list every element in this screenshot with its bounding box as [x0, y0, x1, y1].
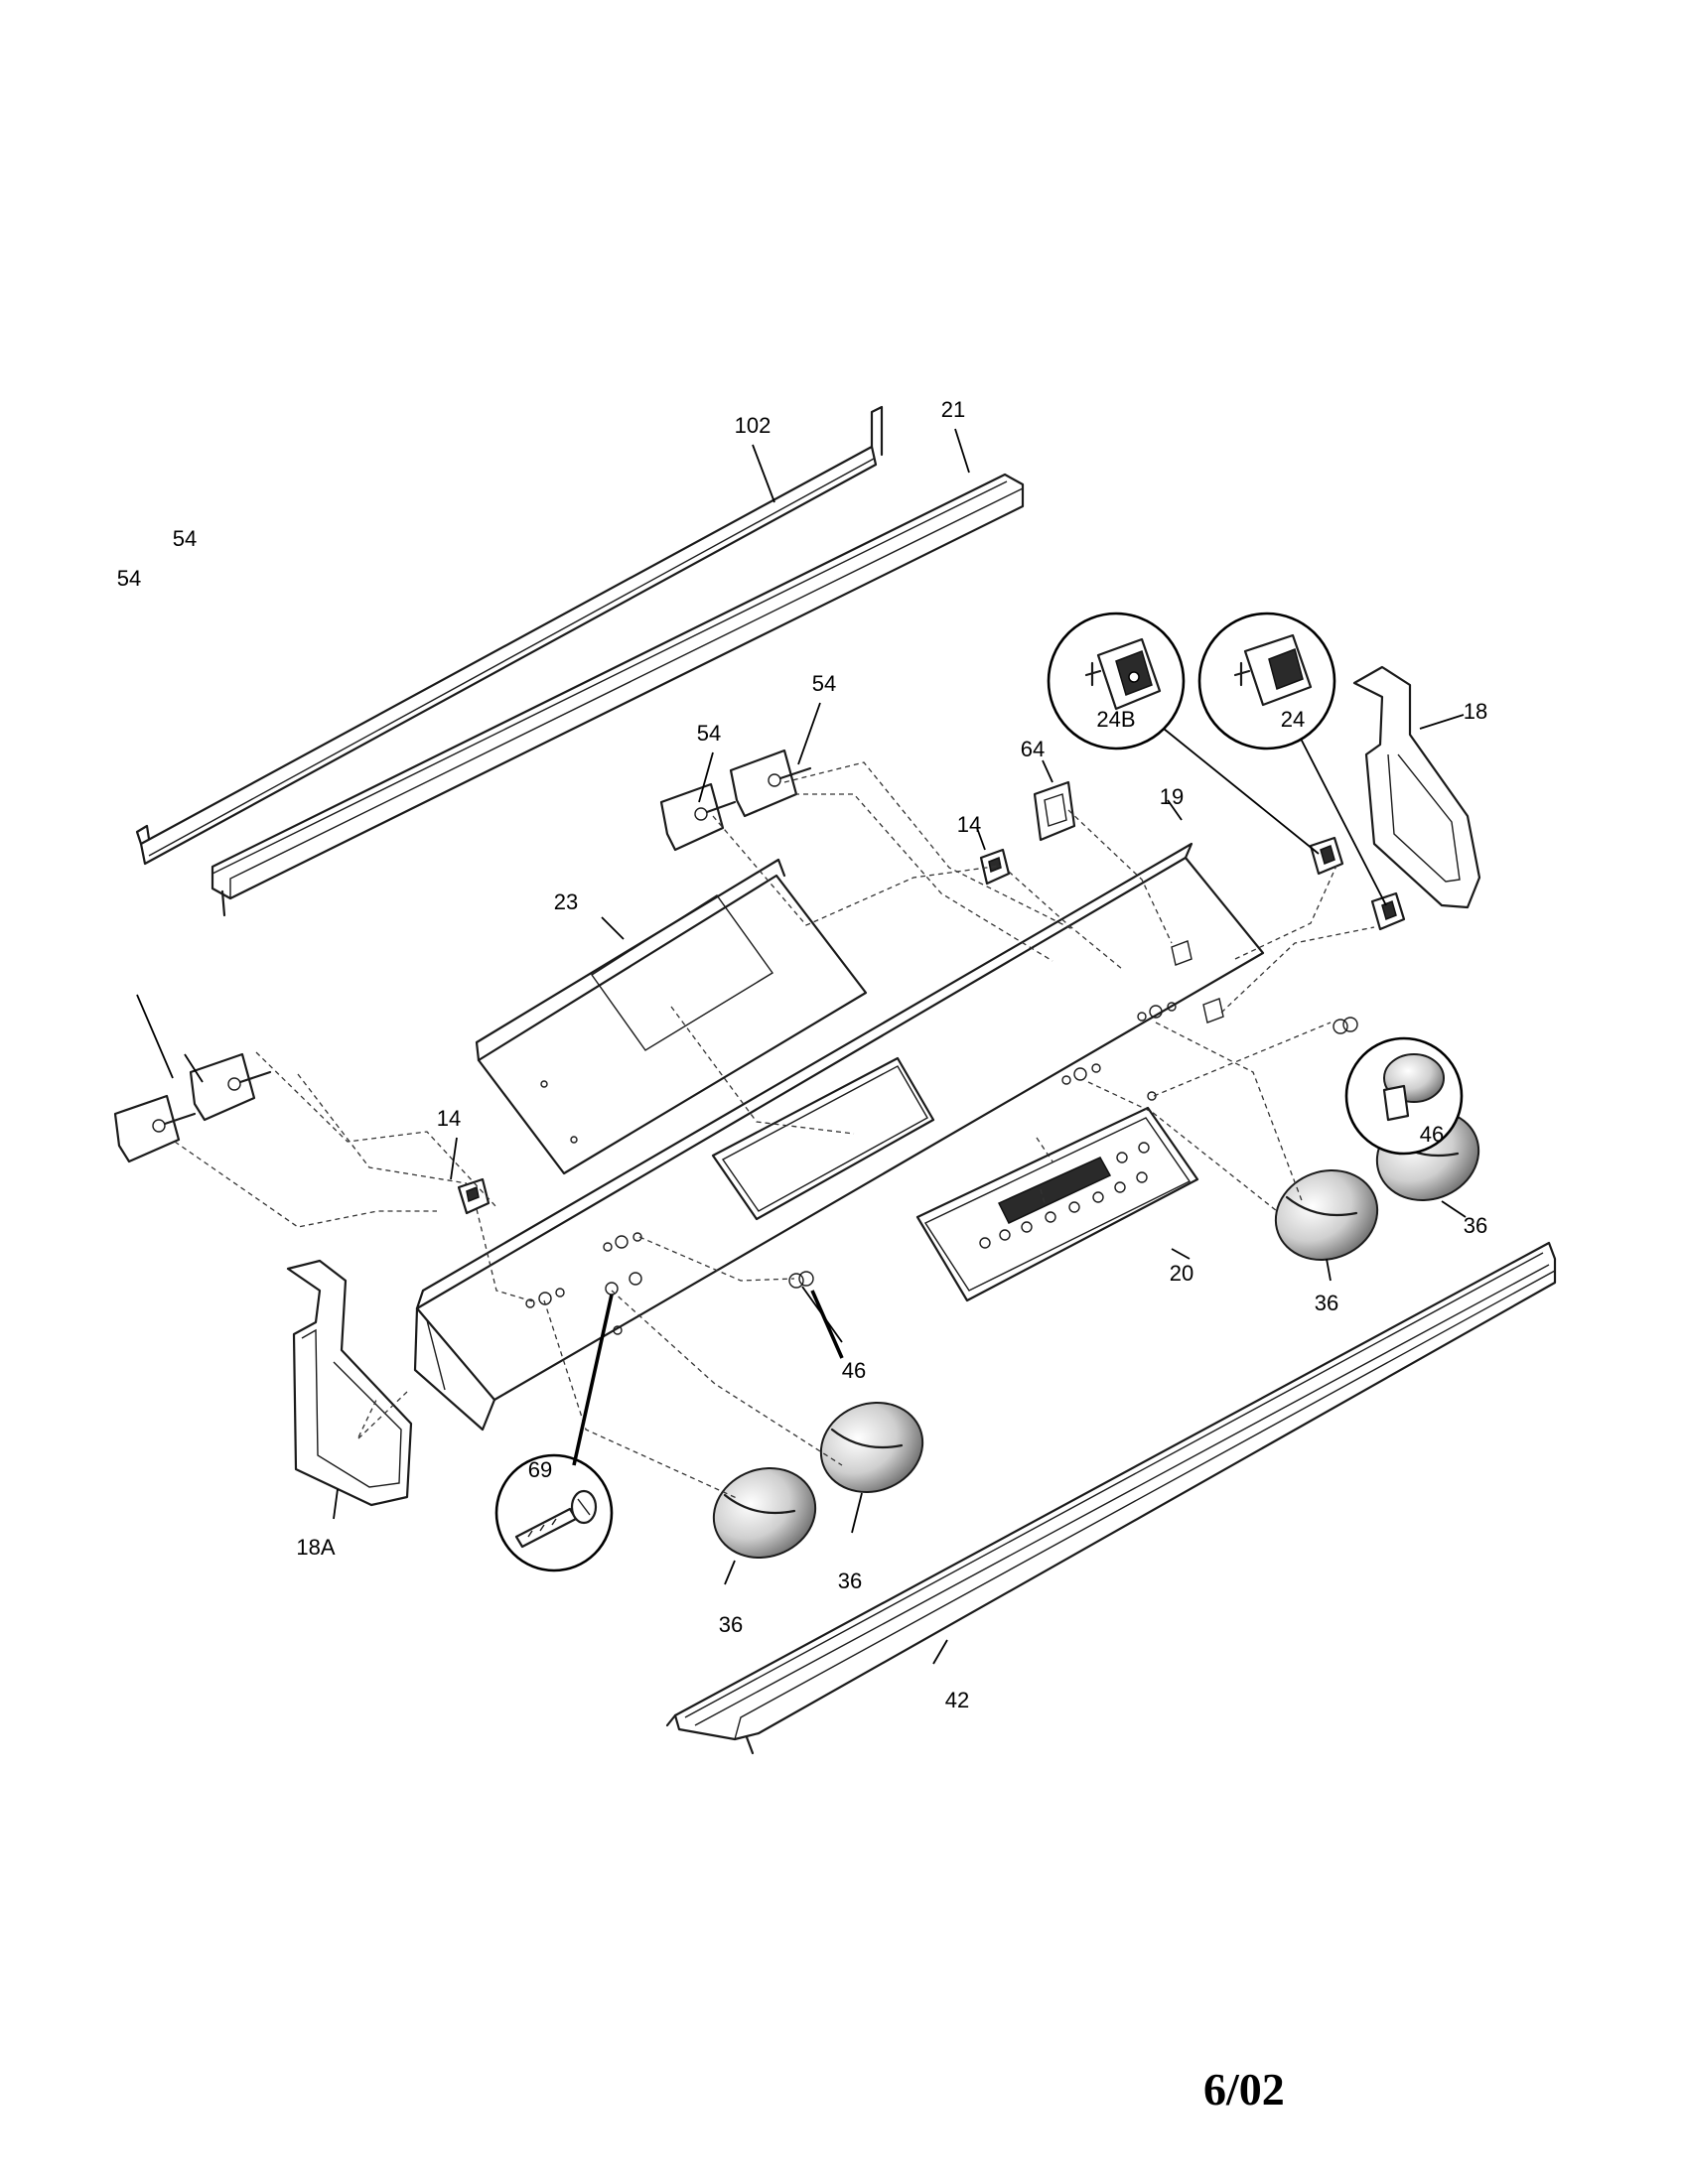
- callout-46: 46: [1420, 1122, 1444, 1147]
- clock-control-20: [915, 1106, 1199, 1302]
- callout-54: 54: [812, 671, 836, 696]
- callout-54: 54: [173, 526, 197, 551]
- light-14-lower: [457, 1177, 491, 1215]
- callout-42: 42: [945, 1688, 969, 1712]
- detail-circle-24: [1197, 612, 1336, 751]
- callout-36: 36: [838, 1569, 862, 1593]
- shield-plate-23: [475, 858, 868, 1175]
- lower-trim-42: [665, 1241, 1557, 1755]
- switch-54-lower-b: [189, 1052, 272, 1122]
- knob-36-right-a: [1274, 1168, 1379, 1262]
- end-cap-18: [1352, 665, 1481, 909]
- callout-21: 21: [941, 397, 965, 422]
- callout-14: 14: [437, 1106, 461, 1131]
- callout-54: 54: [697, 721, 721, 746]
- assembly-lines: [174, 761, 1375, 1500]
- plate-64: [1033, 780, 1076, 842]
- callout-69: 69: [528, 1457, 552, 1482]
- callout-54: 54: [117, 566, 141, 591]
- detail-circle-24b: [1047, 612, 1186, 751]
- revision-date: 6/02: [1203, 2064, 1285, 2115]
- callout-18: 18: [1464, 699, 1487, 724]
- detail-circle-46: [1344, 1036, 1464, 1156]
- callout-46: 46: [842, 1358, 866, 1383]
- callout-18a: 18A: [296, 1535, 335, 1560]
- trim-strip-102: [135, 405, 884, 866]
- callout-23: 23: [554, 889, 578, 914]
- callout-14: 14: [957, 812, 981, 837]
- small-knob-46-on-panel: [788, 1017, 1358, 1289]
- callout-102: 102: [735, 413, 772, 438]
- end-cap-18a: [286, 1259, 413, 1507]
- control-panel-19: [413, 842, 1265, 1432]
- detail-circle-69: [494, 1453, 614, 1572]
- knob-36-left-a: [712, 1466, 817, 1560]
- leader-lines: [136, 428, 1467, 1665]
- knob-36-left-b: [819, 1401, 924, 1494]
- rocker-24b-on-panel: [1309, 836, 1344, 876]
- callout-19: 19: [1160, 784, 1184, 809]
- switch-54-upper-a: [659, 782, 737, 852]
- switch-54-upper-b: [729, 749, 812, 818]
- rocker-24-on-panel: [1370, 891, 1406, 931]
- switch-54-lower-a: [113, 1094, 197, 1163]
- callout-24b: 24B: [1096, 707, 1135, 732]
- channel-strip-21: [210, 473, 1025, 917]
- callout-20: 20: [1170, 1261, 1193, 1286]
- callout-36: 36: [719, 1612, 743, 1637]
- callout-labels: 102 21 54 54 54 54 14 14 64 24B 24 18 19…: [117, 397, 1487, 1712]
- callout-64: 64: [1021, 737, 1045, 761]
- callout-36: 36: [1464, 1213, 1487, 1238]
- callout-36: 36: [1315, 1291, 1338, 1315]
- callout-24: 24: [1281, 707, 1305, 732]
